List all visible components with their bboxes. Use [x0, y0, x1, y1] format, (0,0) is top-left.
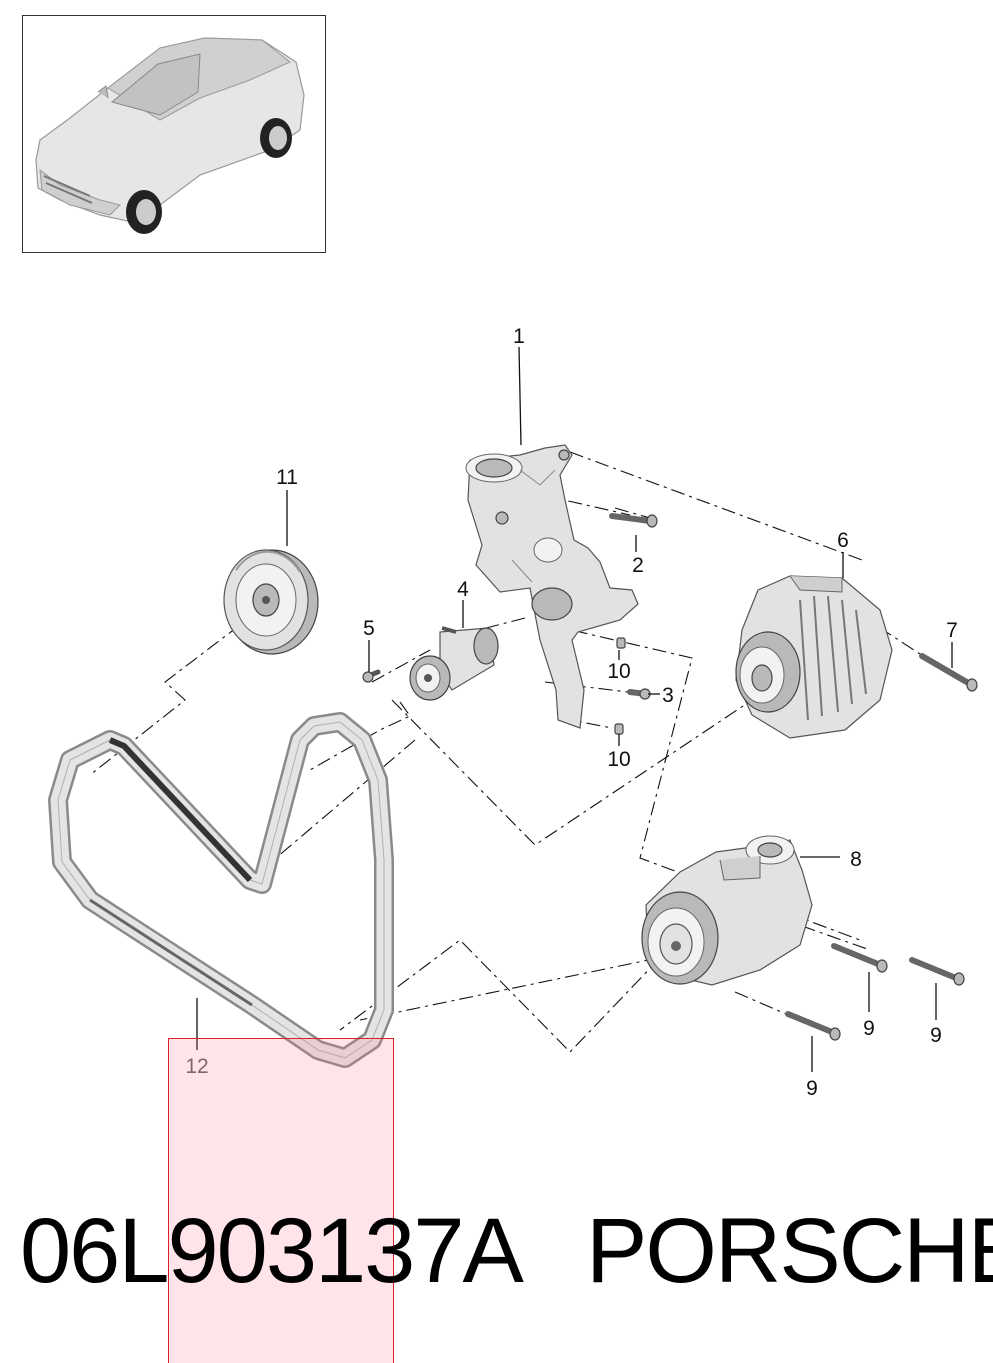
callout-9-lower: 9 [806, 1077, 818, 1100]
ac-compressor[interactable] [641, 835, 813, 986]
bolt-part-9-lower[interactable] [785, 1011, 841, 1041]
callout-2: 2 [632, 554, 644, 577]
callout-5: 5 [363, 617, 375, 640]
highlight-box [168, 1038, 394, 1363]
bolt-part-2[interactable] [609, 513, 658, 528]
bolt-part-9-right[interactable] [909, 957, 965, 986]
belt-tensioner[interactable] [409, 626, 499, 701]
callout-8: 8 [850, 848, 862, 871]
callout-11: 11 [276, 466, 298, 489]
bolt-part-7[interactable] [919, 653, 978, 692]
crankshaft-pulley[interactable] [223, 549, 319, 655]
callout-3: 3 [662, 684, 674, 707]
bolt-part-9-middle[interactable] [831, 943, 888, 973]
callout-10-lower: 10 [607, 748, 630, 771]
leader-lines [196, 346, 953, 1072]
brand-name: PORSCHE [586, 1200, 993, 1302]
callout-9-middle: 9 [863, 1017, 875, 1040]
alternator[interactable] [735, 575, 893, 739]
callout-9-right: 9 [930, 1024, 942, 1047]
callout-1: 1 [513, 325, 525, 348]
stud-part-10-lower[interactable] [614, 723, 624, 735]
callout-6: 6 [837, 529, 849, 552]
callout-10-upper: 10 [607, 660, 630, 683]
engine-bracket[interactable] [465, 444, 639, 729]
drive-belt[interactable] [48, 712, 394, 1068]
vehicle-thumbnail [22, 15, 326, 253]
callout-12: 12 [185, 1055, 208, 1078]
nut-part-3[interactable] [627, 688, 651, 700]
callout-7: 7 [946, 619, 958, 642]
callout-labels: 1 11 4 5 2 10 3 10 6 7 8 9 9 9 12 [185, 325, 958, 1100]
bolt-part-5[interactable] [362, 669, 381, 683]
part-number: 06L903137A [20, 1200, 524, 1302]
suv-illustration [35, 37, 305, 234]
callout-4: 4 [457, 578, 469, 601]
stud-part-10-upper[interactable] [616, 637, 626, 649]
